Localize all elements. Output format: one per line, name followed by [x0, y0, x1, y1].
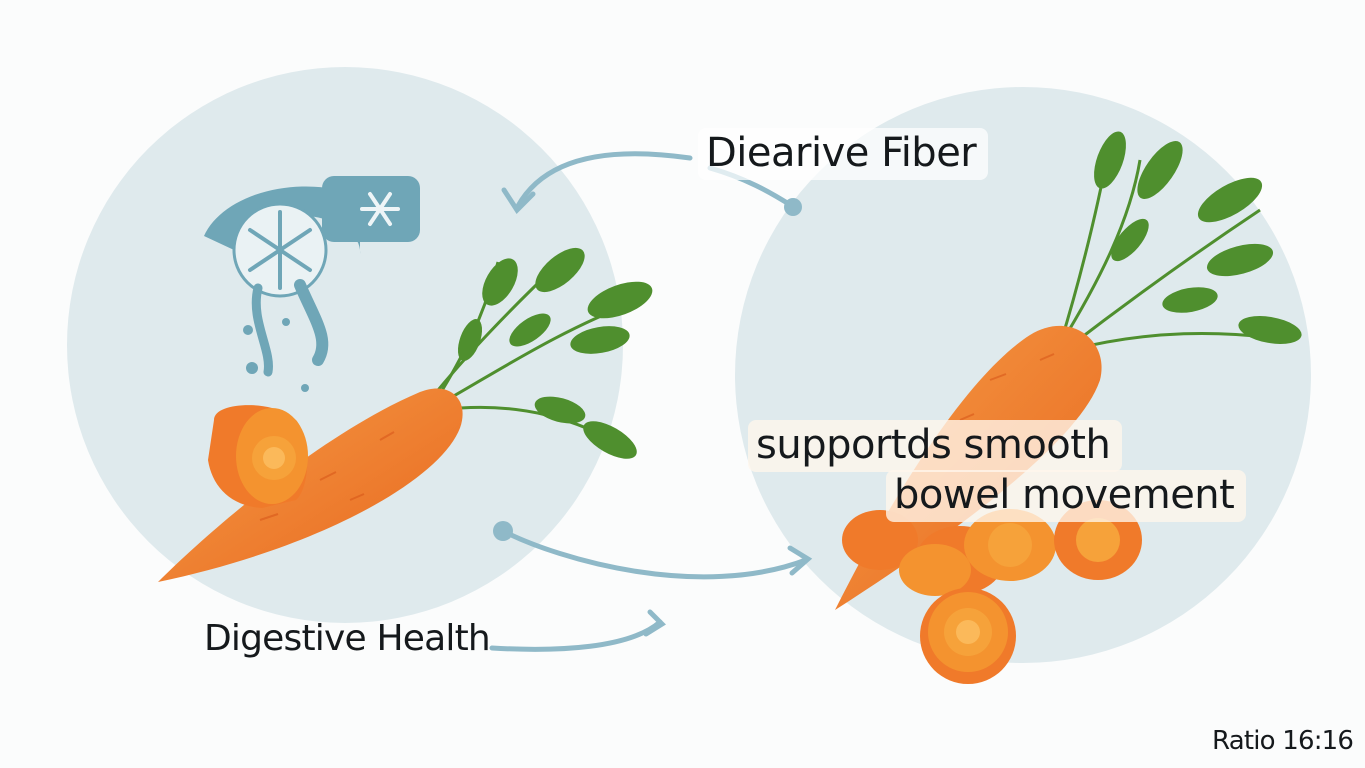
- carrot-slice-icon-left: [208, 405, 308, 508]
- arrow-middle: [500, 528, 809, 580]
- label-supports-line1: supportds smooth: [748, 420, 1123, 472]
- label-digestive-health: Digestive Health: [204, 618, 491, 659]
- label-ratio-note: Ratio 16:16: [1212, 726, 1354, 756]
- label-dietary-fiber: Diearive Fiber: [698, 128, 989, 180]
- carrot-slice-icon-right: [920, 588, 1016, 684]
- intestine-icon: [204, 176, 420, 392]
- left-circle: [67, 67, 623, 623]
- carrot-icon-left: [158, 247, 653, 582]
- arrow-dot-middle: [493, 521, 513, 541]
- arrow-bottom: [489, 619, 663, 652]
- arrow-top: [515, 151, 693, 209]
- arrow-dot-top: [784, 198, 802, 216]
- snowflake-icon: [360, 192, 400, 226]
- label-supports-line2: bowel movement: [886, 470, 1247, 522]
